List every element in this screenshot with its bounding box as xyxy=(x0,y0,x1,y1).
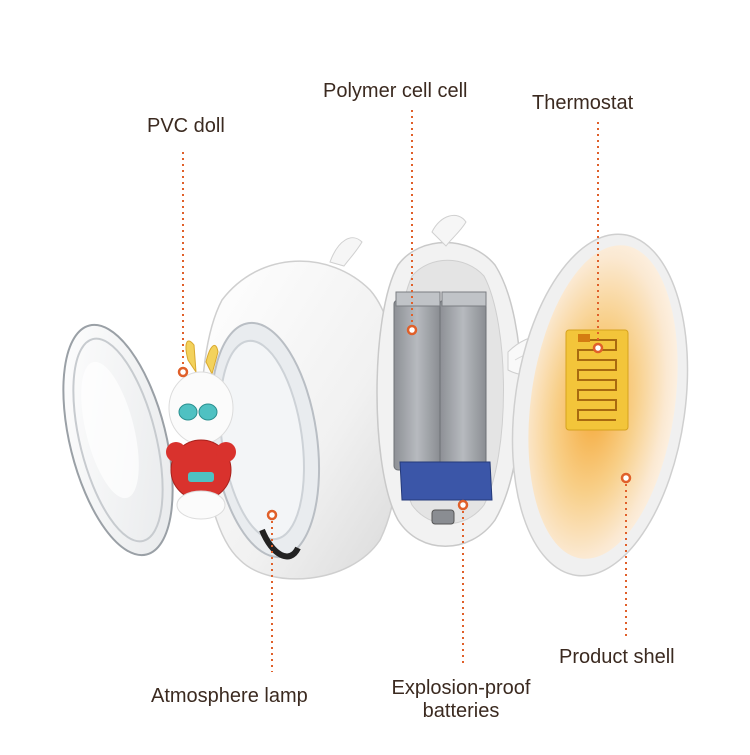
battery-housing xyxy=(376,214,569,547)
front-lens xyxy=(62,323,174,557)
label-product-shell: Product shell xyxy=(559,646,675,668)
label-thermostat: Thermostat xyxy=(532,92,634,114)
back-shell xyxy=(511,233,689,577)
label-pvc-doll: PVC doll xyxy=(147,115,225,137)
label-atmosphere-lamp: Atmosphere lamp xyxy=(151,685,308,707)
front-shell xyxy=(200,237,403,580)
label-polymer-cell: Polymer cell cell xyxy=(323,80,468,102)
label-explosion-proof-batteries: Explosion-proof batteries xyxy=(366,677,556,723)
leader-dots xyxy=(177,324,632,521)
pvc-doll xyxy=(166,340,236,520)
leader-lines xyxy=(182,110,627,672)
label-explosion-proof-line1: Explosion-proof xyxy=(391,677,531,699)
label-explosion-proof-line2: batteries xyxy=(422,700,500,722)
